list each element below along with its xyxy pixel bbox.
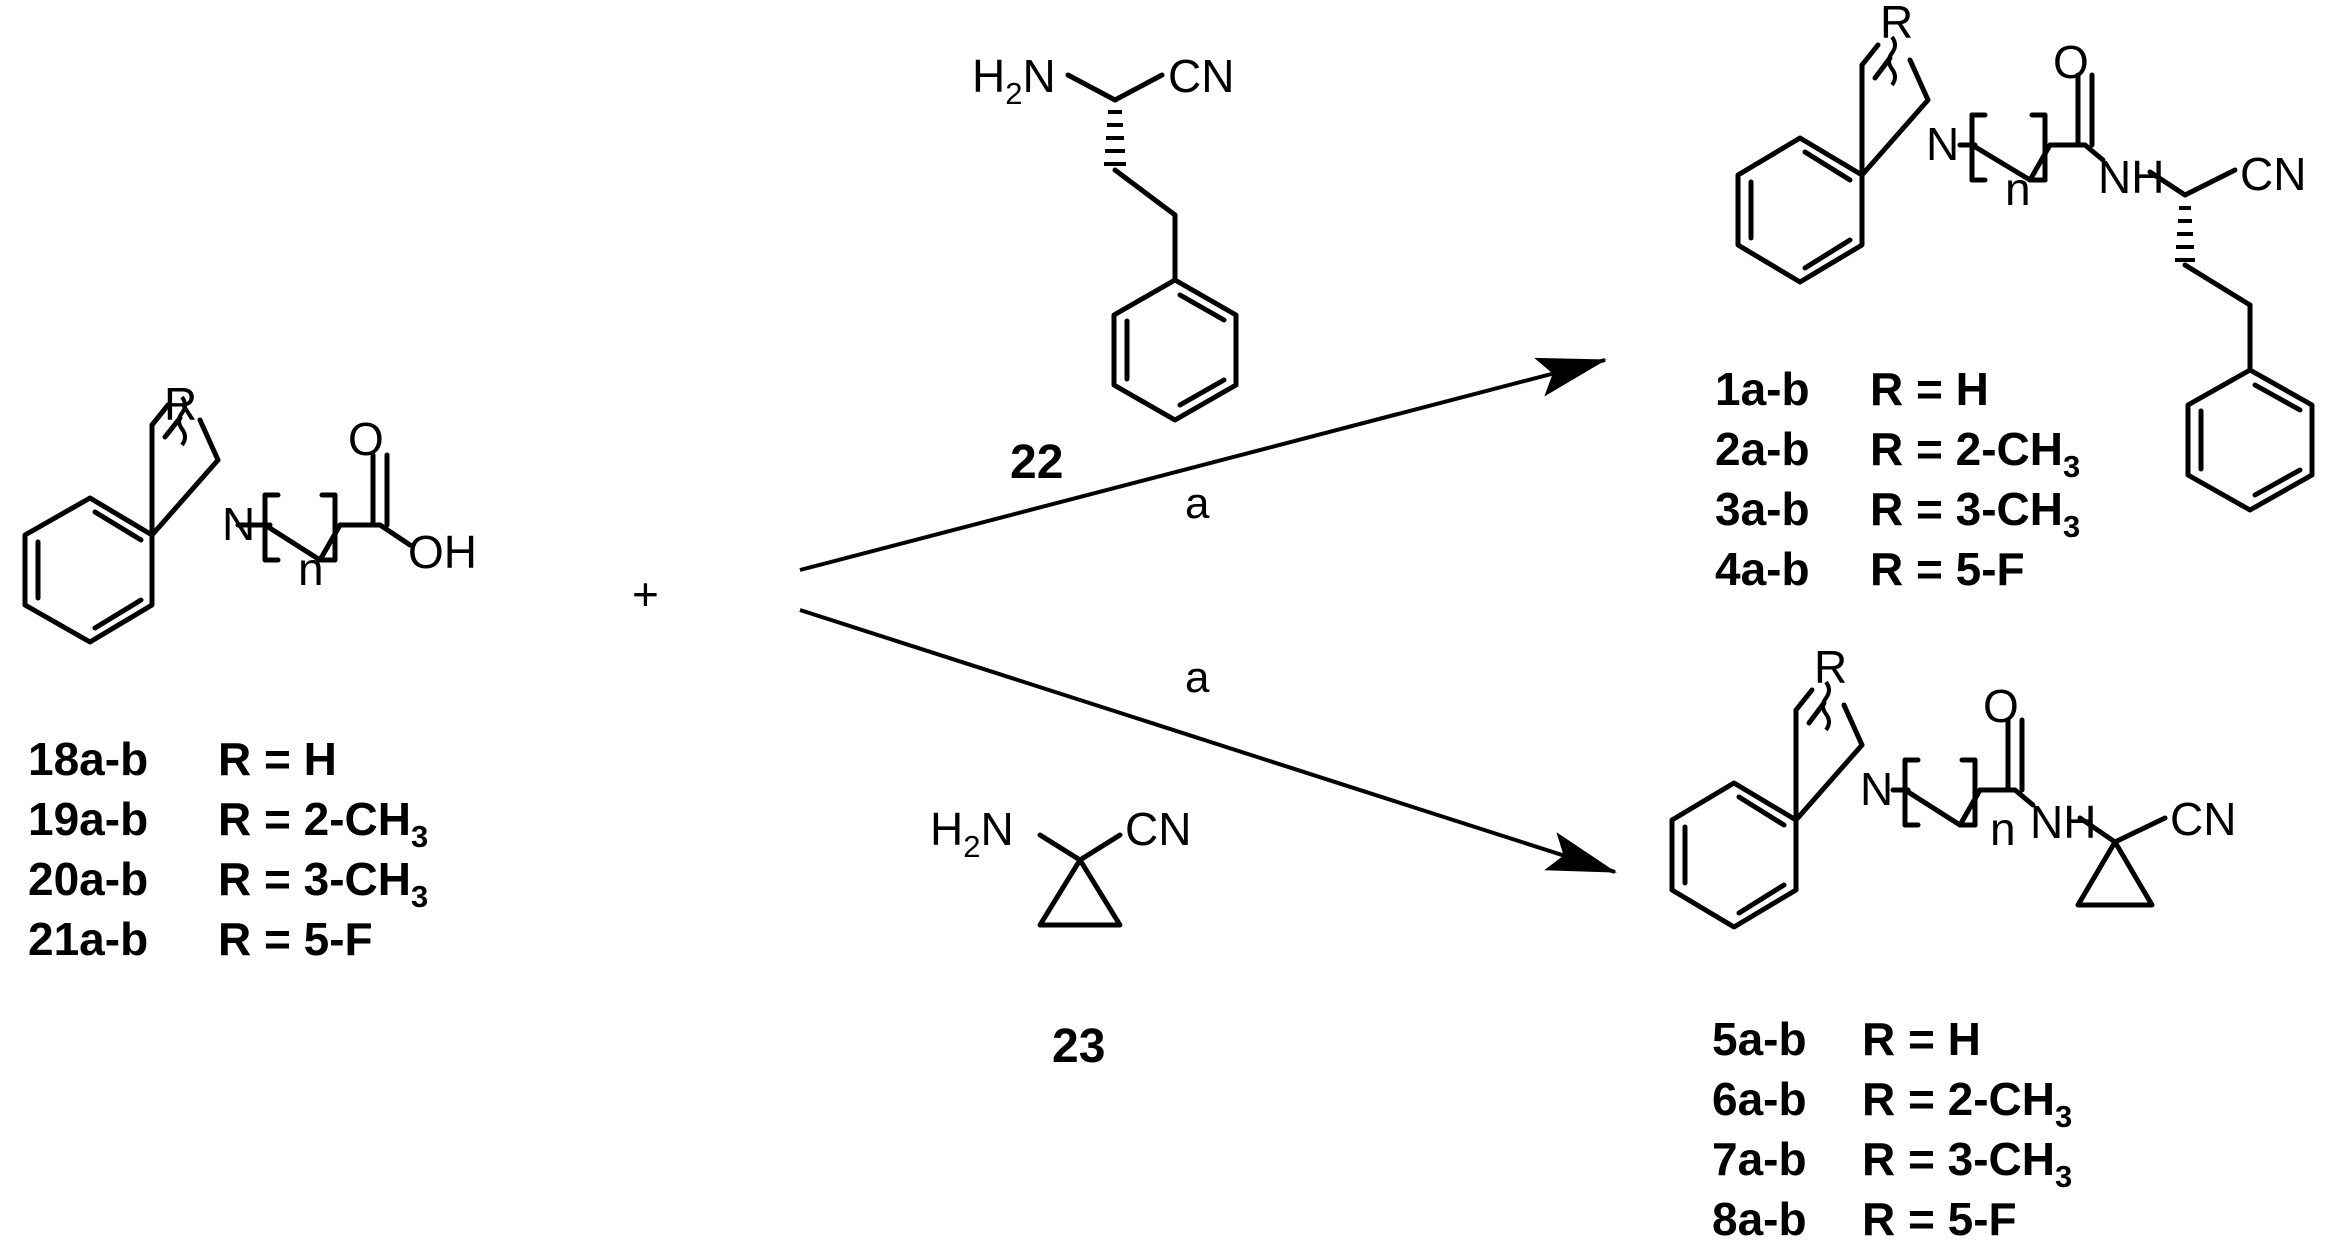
compound-id: 4a-b [1715, 543, 1810, 595]
compound-id: 1a-b [1715, 363, 1810, 415]
atom-n-sm: N [222, 498, 255, 550]
atom-o-top: O [2053, 36, 2089, 88]
atom-n-bottom: N [1860, 763, 1893, 815]
compound-id: 2a-b [1715, 423, 1810, 475]
substituent: R = H [218, 733, 337, 785]
atom-r-bottom: R [1814, 641, 1847, 693]
atom-n-top: N [1926, 118, 1959, 170]
substituent: R = H [1862, 1013, 1981, 1065]
atom-h2n-22: H2N [972, 50, 1056, 111]
product-top-labels: 1a-b R = H 2a-b R = 2-CH3 3a-b R = 3-CH3… [1715, 363, 2080, 595]
atom-n-index-sm: n [298, 543, 324, 595]
atom-r-sm: R [164, 378, 197, 430]
substituent: R = 3-CH3 [1862, 1133, 2072, 1194]
product-bottom-labels: 5a-b R = H 6a-b R = 2-CH3 7a-b R = 3-CH3… [1712, 1013, 2072, 1245]
atom-r-top: R [1880, 0, 1913, 48]
substituent: R = H [1870, 363, 1989, 415]
reaction-arrow-bottom [799, 608, 1617, 874]
atom-n-index-bottom: n [1990, 803, 2016, 855]
substituent: R = 3-CH3 [1870, 483, 2080, 544]
reaction-arrow-top [799, 357, 1607, 572]
compound-id: 20a-b [28, 853, 148, 905]
condition-label-bottom: a [1185, 653, 1210, 702]
substituent: R = 2-CH3 [218, 793, 428, 854]
product-top-structure [1735, 35, 2315, 513]
atom-cn-top: CN [2240, 148, 2306, 200]
atom-o-bottom: O [1983, 680, 2019, 732]
compound-number-23: 23 [1052, 1020, 1105, 1073]
atom-cn-22: CN [1168, 50, 1234, 102]
atom-cn-23: CN [1125, 803, 1191, 855]
compound-id: 7a-b [1712, 1133, 1807, 1185]
amine-23-structure [1037, 832, 1123, 928]
atom-nh-top: NH [2098, 151, 2164, 203]
substituent: R = 2-CH3 [1862, 1073, 2072, 1134]
atom-o-sm: O [348, 413, 384, 465]
compound-id: 19a-b [28, 793, 148, 845]
substituent: R = 3-CH3 [218, 853, 428, 914]
amine-22-structure [1065, 72, 1239, 423]
condition-label-top: a [1185, 479, 1210, 528]
starting-material-structure [22, 395, 413, 645]
atom-cn-bottom: CN [2170, 793, 2236, 845]
compound-id: 8a-b [1712, 1193, 1807, 1245]
plus-sign: + [632, 568, 659, 620]
compound-id: 6a-b [1712, 1073, 1807, 1125]
compound-id: 18a-b [28, 733, 148, 785]
substituent: R = 5-F [1862, 1193, 2017, 1245]
compound-id: 21a-b [28, 913, 148, 965]
substituent: R = 5-F [218, 913, 373, 965]
product-bottom-structure [1669, 680, 2168, 930]
starting-material-labels: 18a-b R = H 19a-b R = 2-CH3 20a-b R = 3-… [28, 733, 428, 965]
compound-number-22: 22 [1010, 436, 1063, 489]
substituent: R = 5-F [1870, 543, 2025, 595]
compound-id: 5a-b [1712, 1013, 1807, 1065]
atom-h2n-23: H2N [930, 803, 1014, 864]
substituent: R = 2-CH3 [1870, 423, 2080, 484]
atom-n-index-top: n [2005, 163, 2031, 215]
compound-id: 3a-b [1715, 483, 1810, 535]
atom-nh-bottom: NH [2030, 796, 2096, 848]
atom-oh-sm: OH [408, 526, 477, 578]
